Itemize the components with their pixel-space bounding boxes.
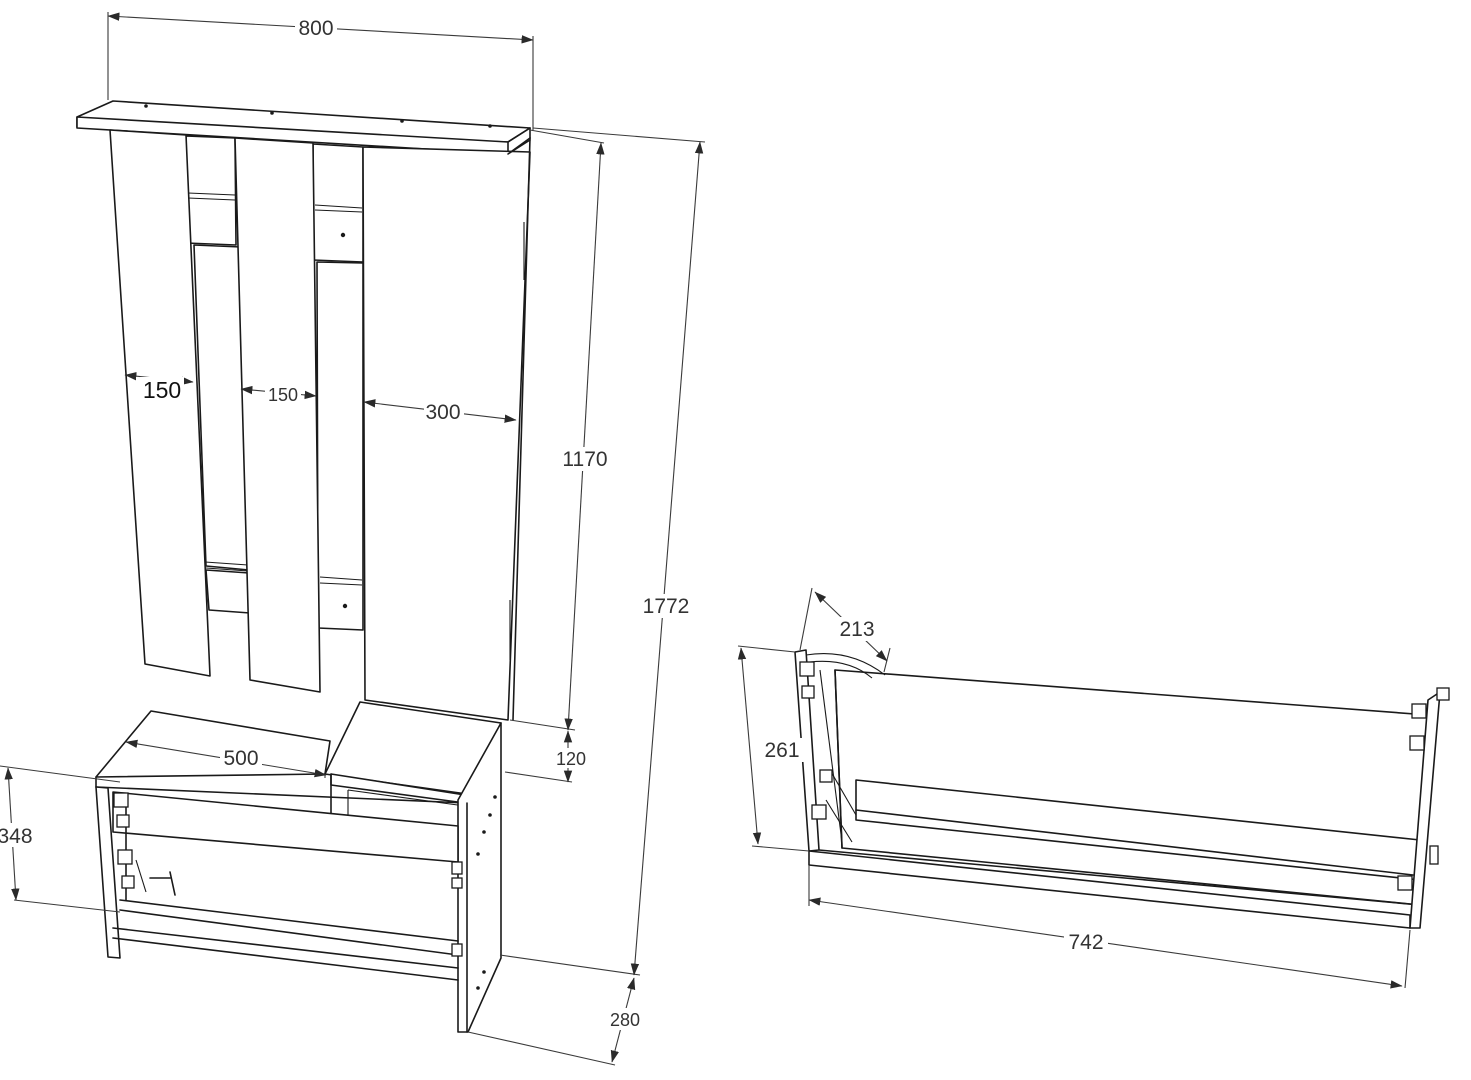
dim-panel-height: 1170 [562, 448, 607, 471]
dim-hanger-width: 800 [298, 17, 333, 40]
dim-drawer-depth: 213 [839, 618, 874, 641]
dim-gap-height: 120 [556, 749, 586, 769]
dim-left-slat-width: 150 [143, 377, 181, 403]
dim-bench-depth: 280 [610, 1010, 640, 1030]
dim-right-panel-width: 300 [425, 401, 460, 424]
bench [95, 701, 502, 1033]
dim-drawer-height: 261 [764, 739, 799, 762]
vertical-slats [109, 129, 531, 721]
back-rails [185, 135, 364, 631]
dim-total-height: 1772 [643, 595, 690, 618]
hanger-unit [76, 100, 531, 1033]
dim-bench-height: 348 [0, 825, 33, 848]
dim-drawer-width: 742 [1068, 931, 1103, 954]
dimension-labels: 800 1170 1772 120 348 280 150 150 300 50… [0, 14, 1108, 1030]
drawer [794, 649, 1450, 929]
dim-middle-slat-width: 150 [268, 385, 298, 405]
dim-bench-width: 500 [223, 747, 258, 770]
